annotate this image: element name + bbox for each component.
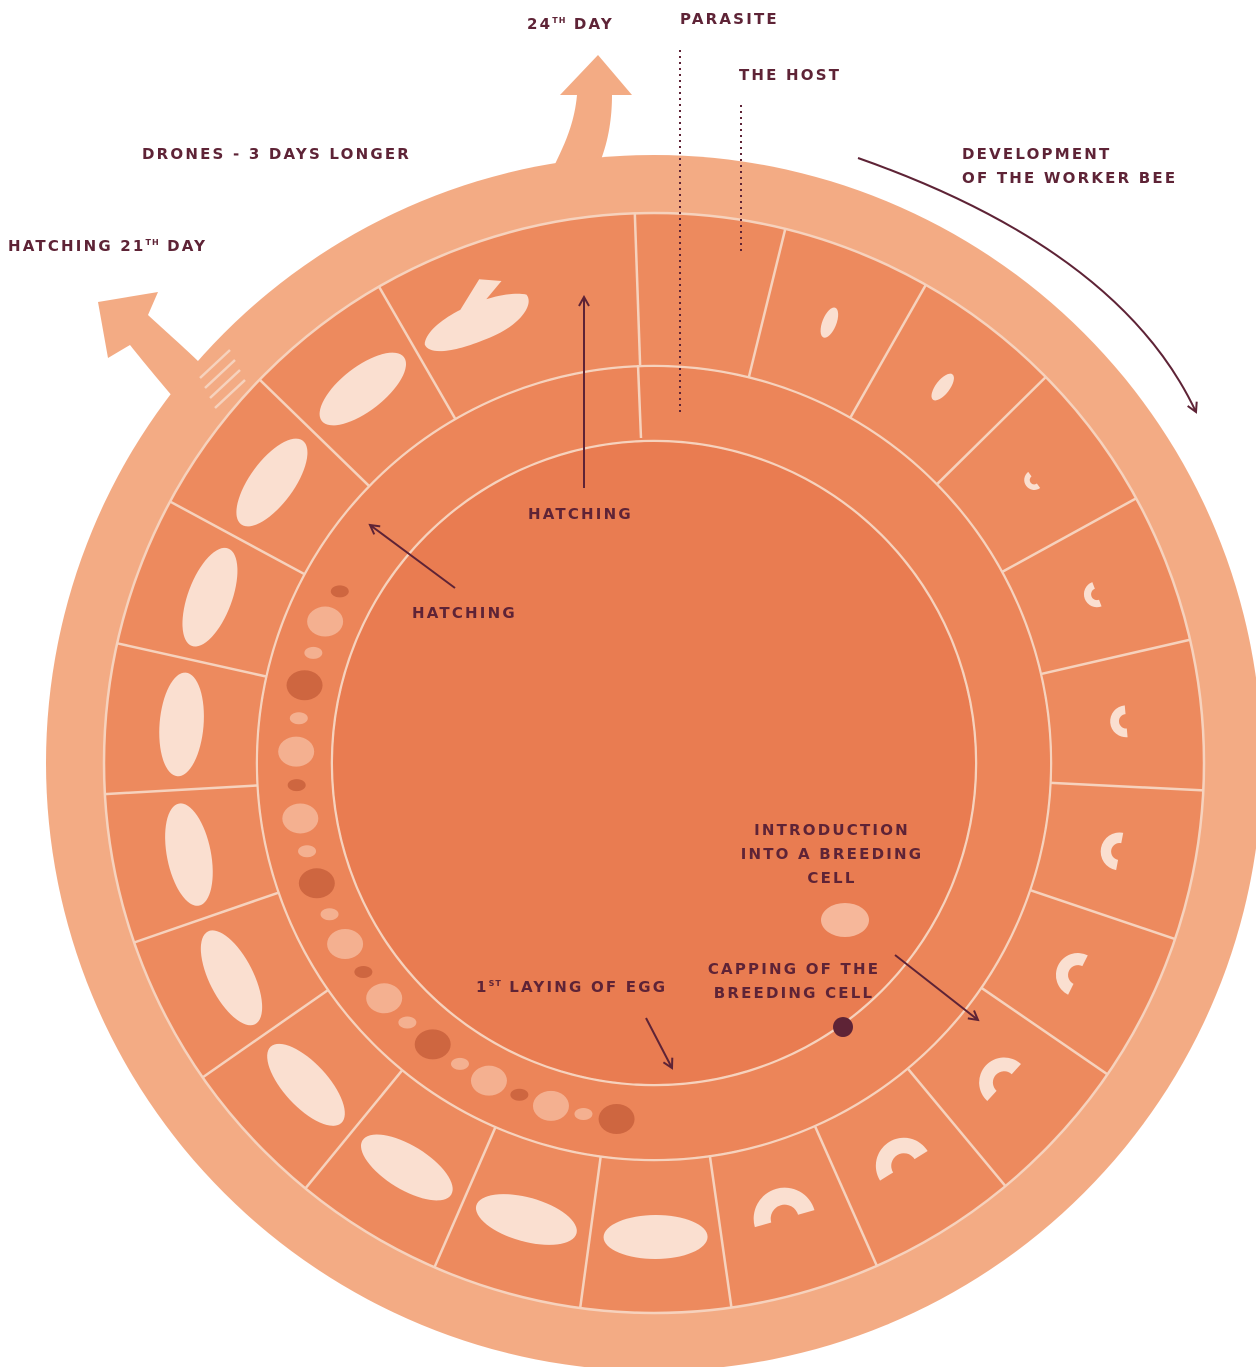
varroa-mite-icon [304, 647, 322, 659]
label-introduction-breeding-cell: INTRODUCTION INTO A BREEDING CELL [737, 818, 927, 890]
capping-dot [833, 1017, 853, 1037]
varroa-mite-icon [282, 803, 318, 833]
varroa-mite-icon [290, 712, 308, 724]
varroa-mite-icon [471, 1066, 507, 1096]
varroa-mite-icon [288, 779, 306, 791]
varroa-mite-icon [354, 966, 372, 978]
label-drones-longer: DRONES - 3 DAYS LONGER [142, 142, 411, 166]
introduced-mite-icon [821, 903, 869, 937]
label-hatching-inner: HATCHING [528, 502, 633, 526]
label-development-worker-bee: DEVELOPMENT OF THE WORKER BEE [962, 142, 1177, 190]
label-hatching-21th-day: HATCHING 21TH DAY [8, 234, 207, 258]
varroa-mite-icon [451, 1058, 469, 1070]
varroa-mite-icon [299, 868, 335, 898]
varroa-mite-icon [415, 1029, 451, 1059]
label-hatching-parasite: HATCHING [412, 601, 517, 625]
varroa-mite-icon [366, 983, 402, 1013]
varroa-mite-icon [510, 1089, 528, 1101]
varroa-mite-icon [287, 670, 323, 700]
varroa-mite-icon [398, 1016, 416, 1028]
label-parasite: PARASITE [680, 7, 779, 31]
varroa-mite-icon [327, 929, 363, 959]
label-24th-day: 24TH DAY [527, 12, 614, 36]
label-first-laying-egg: 1ST LAYING OF EGG [476, 975, 667, 999]
varroa-mite-icon [599, 1104, 635, 1134]
varroa-mite-icon [533, 1091, 569, 1121]
pupa-icon [604, 1215, 708, 1259]
label-the-host: THE HOST [739, 63, 841, 87]
varroa-mite-icon [298, 845, 316, 857]
varroa-mite-icon [278, 737, 314, 767]
varroa-mite-icon [331, 585, 349, 597]
label-capping-breeding-cell: CAPPING OF THE BREEDING CELL [700, 957, 888, 1005]
varroa-mite-icon [321, 908, 339, 920]
varroa-mite-icon [307, 607, 343, 637]
varroa-mite-icon [574, 1108, 592, 1120]
development-start-tab [652, 155, 700, 215]
